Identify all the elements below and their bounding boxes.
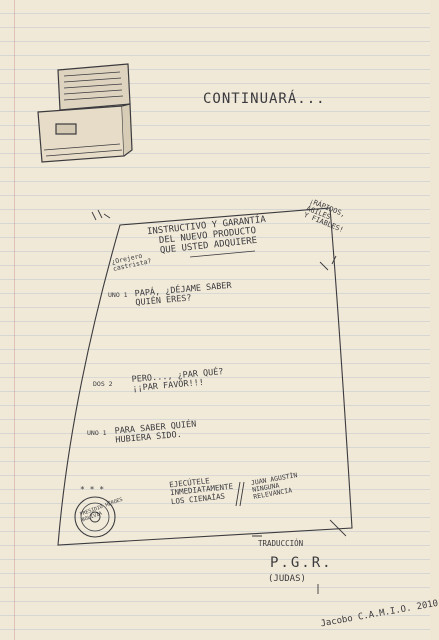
translation-label: TRADUCCIÓN bbox=[258, 539, 304, 548]
credit-alias: (JUDAS) bbox=[268, 574, 306, 584]
item-3-label: UNO 1 bbox=[87, 429, 107, 437]
item-1-label: UNO 1 bbox=[108, 291, 128, 299]
credit-initials: P.G.R. bbox=[270, 555, 333, 571]
headline: CONTINUARÁ... bbox=[203, 91, 326, 107]
item-2-label: DOS 2 bbox=[93, 380, 113, 388]
file-cabinet-icon bbox=[37, 63, 133, 163]
sketch-layer bbox=[37, 63, 353, 594]
margin-line bbox=[14, 0, 15, 640]
stars: * * * bbox=[80, 485, 105, 494]
certificate-outline bbox=[57, 207, 353, 594]
stamp-seal bbox=[74, 496, 116, 538]
